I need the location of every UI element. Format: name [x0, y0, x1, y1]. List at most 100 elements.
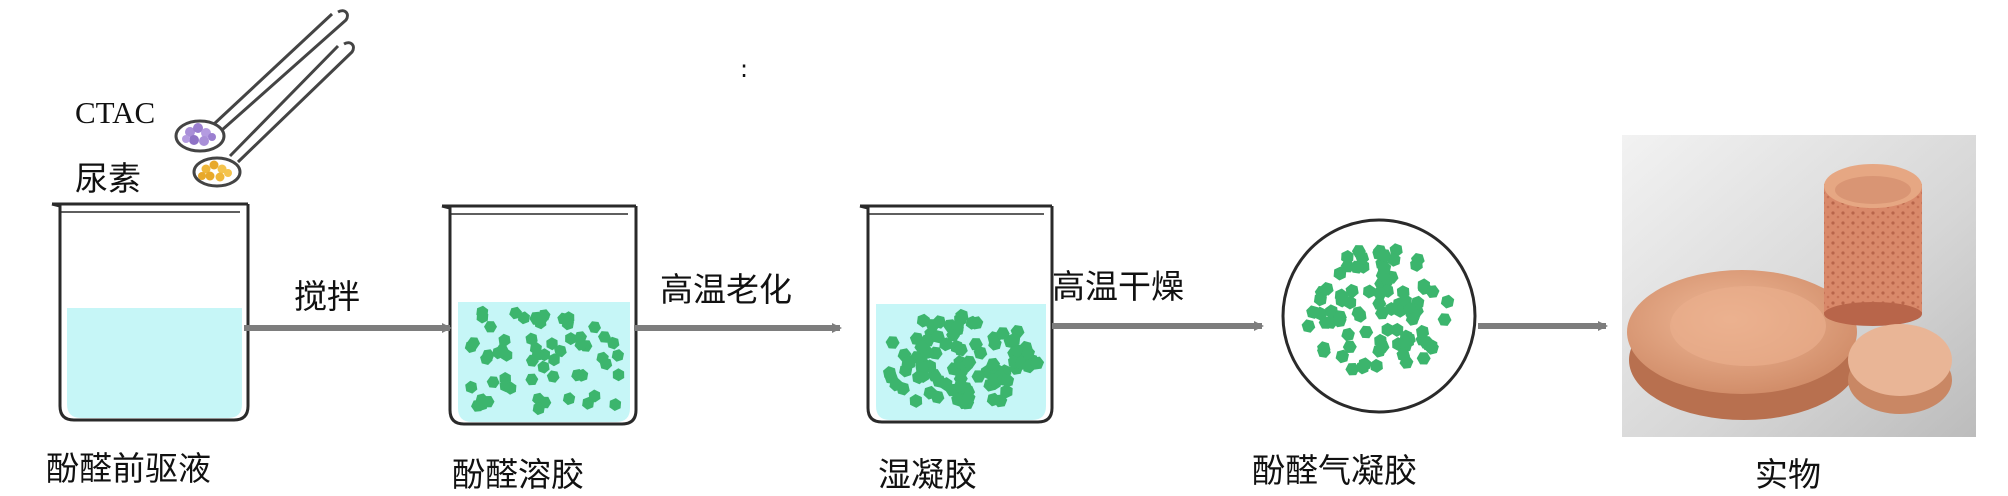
particle	[1341, 250, 1354, 264]
particle	[1372, 287, 1387, 300]
particle	[1417, 278, 1430, 293]
particle	[1363, 284, 1376, 299]
particle	[599, 357, 613, 371]
particle	[525, 373, 539, 386]
particle	[1010, 343, 1024, 358]
particle	[939, 377, 953, 391]
particle	[1397, 335, 1412, 349]
particle	[486, 376, 500, 388]
particle	[1353, 308, 1367, 323]
particle	[1318, 316, 1333, 329]
particle	[962, 355, 977, 369]
particle	[481, 396, 495, 408]
particle	[1410, 258, 1423, 272]
particle	[1416, 324, 1430, 339]
particle	[1349, 260, 1364, 274]
particle	[986, 392, 1001, 407]
particle	[609, 398, 622, 411]
particle	[1425, 341, 1439, 355]
particle	[1313, 292, 1327, 307]
particle	[1341, 327, 1355, 342]
particle	[548, 353, 560, 367]
particle	[896, 381, 910, 396]
particle	[1385, 302, 1398, 316]
particle	[1375, 340, 1390, 353]
particle	[1396, 348, 1411, 362]
aerogel-circle	[1281, 218, 1477, 414]
particle	[1377, 261, 1392, 275]
particle	[525, 332, 538, 346]
beaker-sol	[441, 204, 638, 426]
particle	[607, 336, 620, 350]
particle	[565, 332, 577, 346]
particle	[986, 357, 1001, 371]
particle	[1306, 305, 1320, 319]
particle	[1000, 373, 1015, 388]
particle	[1425, 285, 1440, 298]
particle	[1381, 322, 1394, 337]
particle	[504, 381, 517, 395]
particle	[529, 342, 542, 355]
particle	[1345, 283, 1359, 298]
particle	[1021, 346, 1035, 360]
spoon-urea	[192, 41, 355, 188]
particle	[509, 306, 522, 320]
urea-powder-icon	[198, 160, 232, 182]
particle	[574, 338, 588, 351]
particle	[987, 373, 1001, 387]
particle	[1437, 313, 1452, 326]
particle	[1355, 251, 1370, 265]
stage-label-precursor: 酚醛前驱液	[46, 449, 211, 488]
step-label-drying: 高温干燥	[1052, 267, 1184, 306]
particle	[571, 369, 584, 382]
particle	[1343, 295, 1357, 310]
particle	[932, 315, 946, 329]
particle	[953, 379, 968, 393]
particle	[1333, 310, 1347, 324]
particle	[930, 390, 945, 404]
particle	[495, 344, 509, 356]
step-label-aging: 高温老化	[660, 270, 792, 309]
particle	[532, 402, 545, 416]
particle	[909, 394, 923, 408]
particle	[965, 315, 979, 330]
particle	[1335, 349, 1349, 364]
particle	[464, 340, 478, 353]
particle	[1389, 243, 1403, 257]
particle	[946, 328, 960, 342]
particle	[988, 337, 1002, 351]
particle	[901, 355, 915, 370]
particle	[1301, 319, 1316, 333]
particle	[961, 391, 976, 405]
beaker-wet-gel	[859, 204, 1054, 424]
ctac-powder-icon	[182, 123, 216, 146]
particle	[1370, 358, 1383, 373]
sol-particles	[464, 305, 625, 416]
particle	[883, 366, 897, 380]
particle	[546, 370, 560, 383]
particle	[557, 312, 570, 325]
particle	[484, 321, 497, 333]
particle	[995, 327, 1010, 340]
particle	[1390, 322, 1404, 337]
particle	[554, 344, 567, 358]
particle	[546, 337, 558, 351]
particle	[612, 368, 625, 382]
particle	[955, 308, 969, 323]
particle	[1317, 341, 1331, 355]
spoon-ctac	[174, 9, 349, 153]
particle	[598, 331, 611, 343]
particle	[912, 370, 925, 385]
particle	[529, 311, 543, 324]
particle	[1440, 294, 1455, 309]
particle	[1359, 325, 1374, 339]
particle	[1405, 312, 1420, 326]
stage-label-photo: 实物	[1755, 455, 1821, 494]
particle	[582, 396, 595, 410]
particle	[1333, 266, 1347, 281]
particle	[931, 330, 945, 344]
particle	[914, 340, 929, 354]
particle	[480, 352, 493, 365]
particle	[588, 321, 601, 334]
particle	[525, 354, 539, 367]
